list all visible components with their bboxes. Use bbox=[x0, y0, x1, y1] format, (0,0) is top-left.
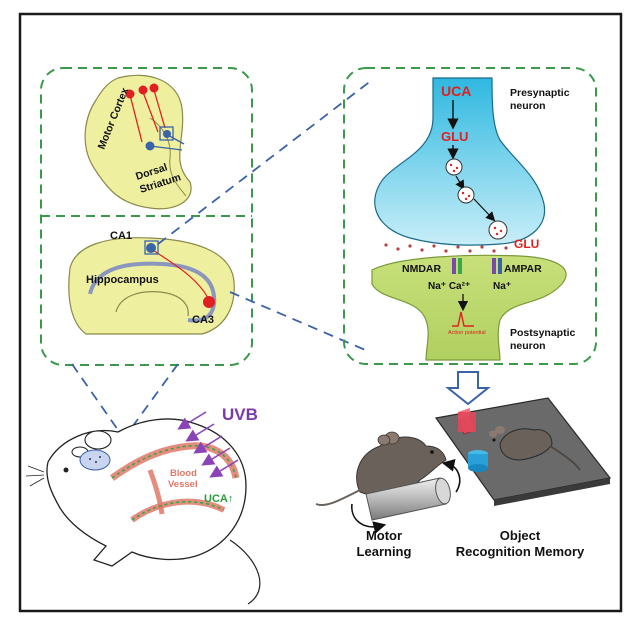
label-hippocampus: Hippocampus bbox=[86, 274, 159, 286]
caption-motor: Motor bbox=[366, 528, 402, 543]
action-potential-trace bbox=[452, 311, 474, 327]
uvb-rays bbox=[177, 411, 239, 478]
brain-regions-panel: Motor Cortex Dorsal Striatum CA1 Hippoca… bbox=[40, 67, 253, 366]
label-glu-presynaptic: GLU bbox=[441, 129, 468, 144]
label-ions-left: Na⁺ Ca²⁺ bbox=[428, 281, 470, 292]
label-presynaptic-1: Presynaptic bbox=[510, 87, 570, 99]
result-arrow bbox=[445, 371, 491, 406]
label-ampar: AMPAR bbox=[504, 263, 542, 275]
caption-object: Object bbox=[500, 528, 541, 543]
caption-learning: Learning bbox=[357, 544, 412, 559]
label-ions-right: Na⁺ bbox=[493, 281, 511, 292]
zoom-lines bbox=[71, 79, 373, 431]
label-presynaptic-2: neuron bbox=[510, 100, 546, 112]
label-glu-cleft: GLU bbox=[514, 237, 539, 251]
postsynaptic-terminal bbox=[371, 254, 567, 361]
label-uca-presynaptic: UCA bbox=[441, 83, 471, 99]
label-ca1: CA1 bbox=[110, 230, 132, 242]
label-postsynaptic-2: neuron bbox=[510, 340, 546, 352]
label-action-potential: Action potential bbox=[448, 330, 486, 336]
synapse-panel: UCA GLU GLU NMDAR bbox=[343, 67, 597, 365]
vesicles bbox=[445, 158, 508, 240]
outer-frame bbox=[18, 12, 623, 613]
label-uca-increase: UCA↑ bbox=[204, 493, 233, 505]
label-vessel: Vessel bbox=[168, 479, 198, 490]
hippocampus-slice: CA1 Hippocampus CA3 bbox=[68, 230, 235, 335]
caption-recognition-memory: Recognition Memory bbox=[456, 544, 585, 559]
receptors bbox=[452, 258, 502, 274]
label-ca3: CA3 bbox=[192, 314, 214, 326]
rotarod-illustration bbox=[315, 431, 461, 534]
motor-cortex-striatum-slice: Motor Cortex Dorsal Striatum bbox=[84, 74, 192, 210]
label-nmdar: NMDAR bbox=[402, 263, 441, 275]
glutamate-cleft bbox=[384, 243, 508, 253]
mouse-illustration: Blood Vessel bbox=[25, 418, 261, 605]
object-arena-illustration bbox=[434, 397, 612, 506]
label-postsynaptic-1: Postsynaptic bbox=[510, 327, 576, 339]
label-uvb: UVB bbox=[222, 405, 258, 424]
label-blood: Blood bbox=[170, 468, 197, 479]
